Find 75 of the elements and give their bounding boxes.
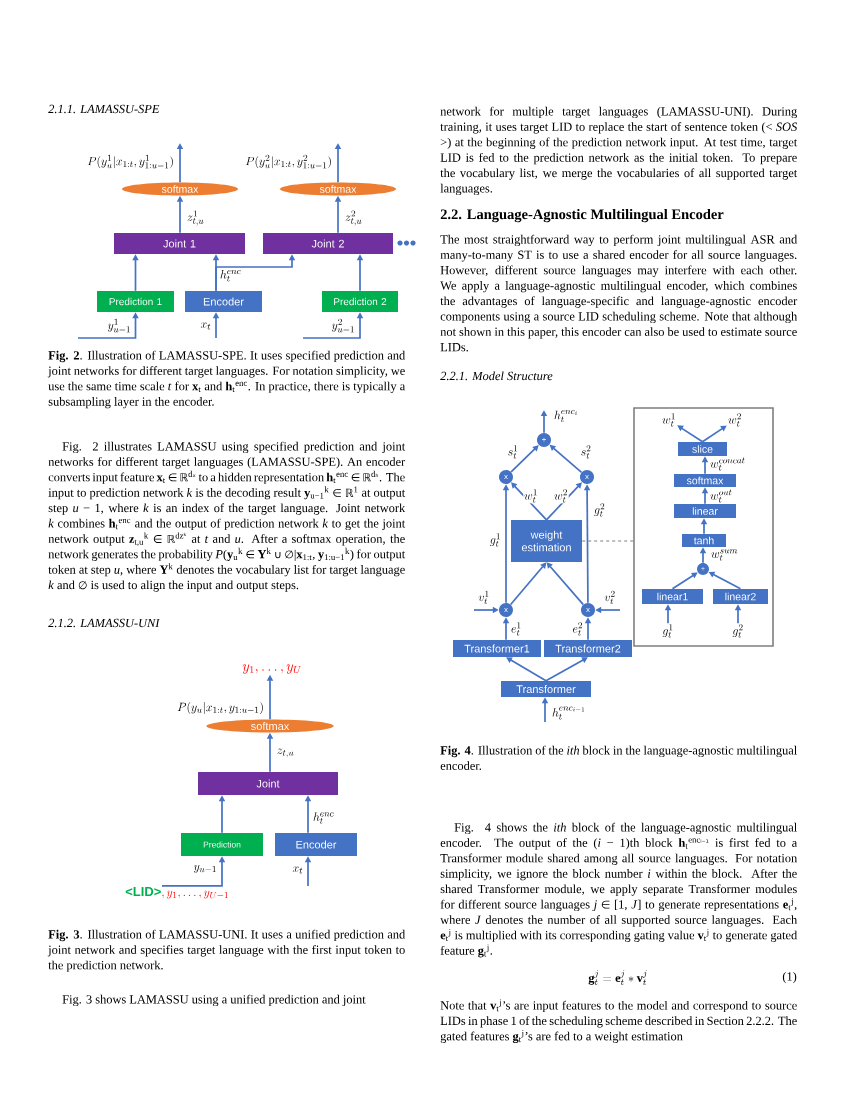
equation-number: (1): [782, 971, 797, 984]
edge-label: $g_t^2$: [593, 502, 606, 518]
edge-label: $w_t^{concat}$: [709, 456, 747, 472]
edge-label: $h_t^{enc}$: [312, 811, 335, 825]
transformer-box: Transformer1: [453, 640, 541, 657]
edge-label: $y_{u-1}$: [192, 864, 218, 874]
edge-label: $w_t^{out}$: [709, 488, 734, 504]
edge-label: $z_{t,u}$: [276, 747, 295, 759]
feature-symbol: $g_t^2$: [732, 624, 743, 638]
weight-symbol: $w_t^1$: [662, 413, 675, 427]
edge-label: $w_t^1$: [523, 488, 539, 504]
arrow: [506, 657, 547, 682]
paragraph: Note that v$_{t}$$^{j}$’s are input features to the model and correspond to source LIDs in phase 1 of the scheduling scheme described in Section 2.2.2. The gated features g$_{t}$$^{j}$’s are fed to a weight estimation: [440, 999, 797, 1044]
paragraph: The most straightforward way to perform joint multilingual ASR and many-to-many ST is to use a shared encoder for all source languages. However, different source languages may interfere with each other. We apply a language-agnostic multilingual encoder, which combines the advantages of language-specific and language-agnostic encoder components using a source LID scheduling scheme. Note that although not shown in this paper, this encoder can also be used to estimate source LIDs.: [440, 234, 798, 352]
linear-box: linear2: [713, 589, 768, 604]
encoder-box: Encoder: [185, 291, 262, 312]
output-sequence: $y_1, \ldots, y_U$: [242, 664, 301, 674]
transformer-box: Transformer: [501, 681, 591, 697]
section-heading: 2.1.2. LAMASSU-UNI: [48, 618, 160, 628]
feature-symbol: $g_t^1$: [662, 624, 673, 638]
joint-box: Joint 1: [114, 233, 245, 254]
figure-caption: Fig. 4. Illustration of the ith block in the language-agnostic multilingual encoder.: [440, 745, 797, 770]
figure-caption: Fig. 2. Illustration of LAMASSU-SPE. It uses specified prediction and joint networks for different target languages. For notation simplicity, we use the same time scale t for x$_{t}$ and h$_{t}$$^{enc}$. In practice, there is typically a subsampling layer in the encoder.: [47, 350, 406, 409]
prediction-box: Prediction: [181, 833, 263, 856]
edge-label: $e_t^2$: [571, 621, 584, 637]
arrow: [671, 572, 698, 590]
joint-box: Joint: [198, 772, 338, 795]
arrow: [510, 445, 539, 473]
edge-label: $x_t$: [199, 321, 212, 331]
prediction-box: Prediction 2: [322, 291, 398, 312]
paragraph: network for multiple target languages (LAMASSU-UNI). During training, it uses target LID to replace the start of sentence token (< SOS >) at the beginning of the prediction network input. At test time, target LID is fed to the prediction network as the initial token. To prepare the vocabulary list, we merge the vocabularies of all supported target languages.: [440, 106, 798, 196]
edge-label: $y^2_{u-1}$: [330, 318, 356, 334]
paragraph: Fig. 2 illustrates LAMASSU using specified prediction and joint networks for different target languages (LAMASSU-SPE). An encoder converts input feature x$_{t}$ ∈ ℝ$^{dₓ}$ to a hidden representation h$_{t}$$^{enc}$ ∈ ℝ$^{dₕ}$. The input to prediction network k is the decoding result y$_{u−1}$$^{k}$ ∈ ℝ$^{1}$ at output step u− 1, where k is an index of the target language. Joint network k combines h$_{t}$$^{enc}$ and the output of prediction network k to get the joint network output z$_{t,u}$$^{k}$ ∈ ℝ$^{dzᵏ}$ at t and u. After a softmax operation, the network generates the probability P(y$_{u}$$^{k}$ ∈ Y$^{k}$ ∪ ∅|x$_{1:t}$, y$_{1:u−1}$$^{k}$) for output token at step u, where Y$^{k}$ denotes the vocabulary list for target language k and ∅ is used to align the input and output steps.: [48, 441, 406, 592]
edge-label: $s_t^1$: [506, 444, 520, 460]
edge-label: $v_t^1$: [477, 590, 491, 605]
edge-label: $h_t^{enc_{i-1}}$: [551, 705, 587, 721]
prediction-box: Prediction 1: [97, 291, 174, 312]
weight-symbol: $w_t^2$: [728, 413, 741, 427]
equation: $\mathbf{g}_t^j = \mathbf{e}_t^j * \mathbf{v}_t^j$: [588, 970, 647, 986]
edge-label: $h_t^{enc_i}$: [553, 409, 580, 423]
paragraph: Fig. 4 shows the ith block of the language-agnostic multilingual encoder. The output of the (i − 1)th block h$_{t}$$^{encᵢ₋₁}$ is first fed to a Transformer module shared among all source languages. For notation simplicity, we ignore the block number i within the block. After the shared Transformer module, we apply separate Transformer modules for different source languages j ∈ [1, J] to generate representations e$_{t}$$^{j}$, where J denotes the number of all supported source languages. Each e$_{t}$$^{j}$ is multiplied with its corresponding gating value v$_{t}$$^{j}$ to generate gated feature g$_{t}$$^{j}$.: [440, 822, 798, 958]
joint-box: Joint 2: [263, 233, 393, 254]
section-heading: 2.1.1. LAMASSU-SPE: [48, 104, 160, 114]
edge-label: $P(y_u|x_{1:t},y_{1:u-1})$: [176, 701, 265, 715]
edge-label: $z^1_{t,u}$: [186, 209, 205, 227]
edge-label: $P(y_u^1|x_{1:t},y^1_{1:u-1})$: [86, 154, 175, 170]
figure-caption: Fig. 3. Illustration of LAMASSU-UNI. It uses a unified prediction and joint network and specifies target language with the first input token to the prediction network.: [47, 929, 406, 972]
edge-label: $v_t^2$: [603, 590, 617, 605]
edge-label: $e_t^1$: [510, 621, 523, 637]
arrow: [511, 482, 548, 521]
arrow: [677, 425, 704, 443]
input-sequence: <LID>$, y_1, \ldots, y_{U-1}$: [125, 887, 228, 899]
transformer-box: Transformer2: [544, 640, 632, 657]
arrow: [509, 562, 547, 606]
edge-label: $x_t$: [291, 865, 304, 875]
weight-estimation-box: weight estimation: [511, 520, 582, 562]
encoder-box: Encoder: [275, 833, 357, 856]
edge-label: $z^2_{t,u}$: [344, 209, 363, 227]
section-heading: 2.2.1. Model Structure: [440, 371, 553, 381]
edge-label: $P(y_u^2|x_{1:t},y^2_{1:u-1})$: [244, 154, 333, 170]
edge-label: $h_t^{enc}$: [219, 269, 242, 283]
edge-label: $w_t^{sum}$: [710, 548, 739, 562]
dashed-line: [581, 540, 634, 542]
arrow: [701, 425, 727, 443]
edge-label: $s_t^2$: [579, 444, 593, 460]
arrow: [546, 562, 585, 606]
inset-frame: [633, 407, 774, 647]
paragraph: Fig. 3 shows LAMASSU using a unified prediction and joint: [62, 994, 366, 1007]
edge-label: $y^1_{u-1}$: [106, 318, 132, 334]
linear-box: linear1: [642, 589, 703, 604]
edge-label: $g_t^1$: [489, 532, 502, 548]
section-heading: 2.2. Language-Agnostic Multilingual Encoder: [440, 208, 724, 223]
arrow: [545, 482, 582, 521]
edge-label: $w_t^2$: [553, 488, 569, 504]
arrow: [545, 657, 588, 682]
